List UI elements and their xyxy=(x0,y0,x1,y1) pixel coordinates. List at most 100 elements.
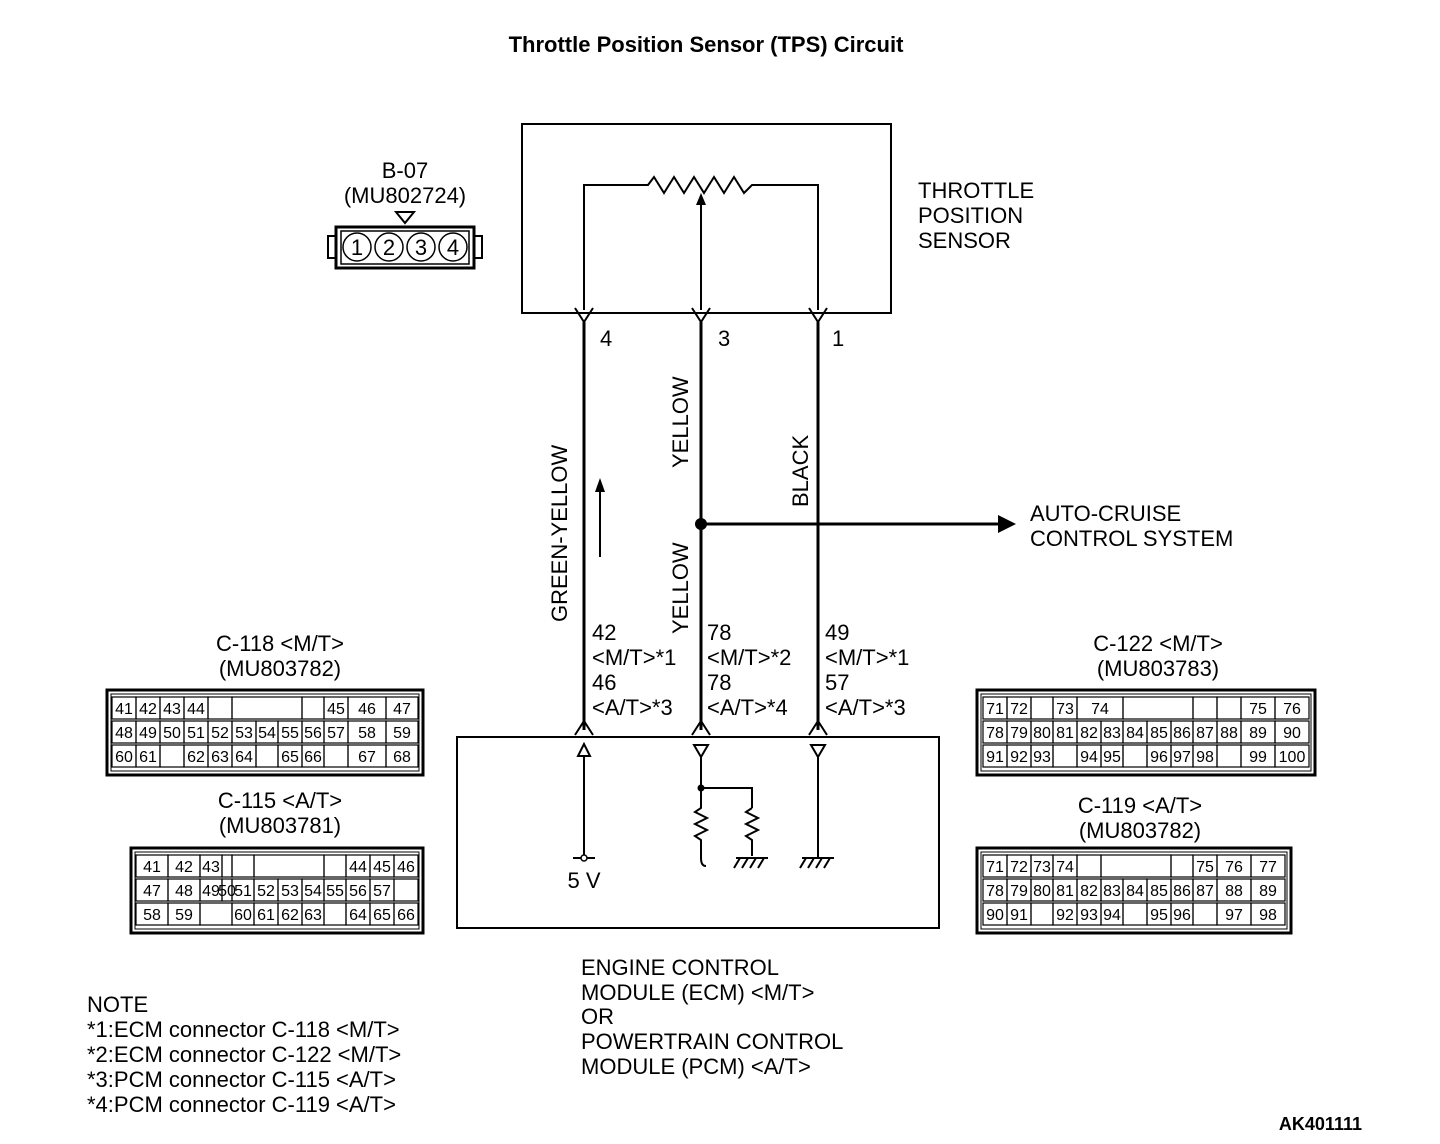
c122-name: C-122 <M/T> xyxy=(1093,631,1223,656)
note-item-1: *1:ECM connector C-118 <M/T> xyxy=(87,1017,400,1042)
c118-pin-label: 63 xyxy=(211,749,229,766)
signal-input-arrow xyxy=(692,744,710,759)
wire-color-yellow-top: YELLOW xyxy=(668,376,693,468)
c118-pin-label: 43 xyxy=(163,701,181,718)
c122-pin-label: 93 xyxy=(1033,749,1051,766)
svg-text:<M/T>*1: <M/T>*1 xyxy=(592,645,676,670)
b07-pin-2: 2 xyxy=(383,235,395,260)
sensor-label-line-2: POSITION xyxy=(918,203,1023,228)
c118-cavity xyxy=(385,744,419,768)
module-label-line-1: ENGINE CONTROL xyxy=(581,955,779,980)
c122-pin-label: 94 xyxy=(1080,749,1098,766)
c115-pin-label: 57 xyxy=(373,883,391,900)
c119-pin-label: 97 xyxy=(1225,907,1243,924)
module-label-line-4: POWERTRAIN CONTROL xyxy=(581,1029,843,1054)
c122-pin-label: 74 xyxy=(1091,701,1109,718)
c122-pin-label: 81 xyxy=(1056,725,1074,742)
c119-pin-label: 73 xyxy=(1033,859,1051,876)
c122-pin-label: 78 xyxy=(986,725,1004,742)
c122-pin-label: 85 xyxy=(1150,725,1168,742)
c119-pin-label: 85 xyxy=(1150,883,1168,900)
c119-pin-label: 80 xyxy=(1033,883,1051,900)
sensor-box xyxy=(521,123,892,314)
svg-text:78: 78 xyxy=(707,670,731,695)
supply-terminal xyxy=(580,854,588,862)
svg-text:<M/T>*1: <M/T>*1 xyxy=(825,645,909,670)
svg-text:78: 78 xyxy=(707,620,731,645)
c115-pin-label: 41 xyxy=(143,859,161,876)
c122-connector-outline xyxy=(975,688,1317,777)
c119-pin-label: 92 xyxy=(1056,907,1074,924)
c118-pin-label: 49 xyxy=(139,725,157,742)
c118-pin-label: 60 xyxy=(115,749,133,766)
c122-pin-label: 80 xyxy=(1033,725,1051,742)
b07-pins: 1 2 3 4 xyxy=(342,232,468,262)
c119-pin-label: 86 xyxy=(1173,883,1191,900)
c122-pin-label: 76 xyxy=(1283,701,1301,718)
c115-connector-inner-outline xyxy=(134,851,420,930)
c118-pin-label: 55 xyxy=(281,725,299,742)
c122-pin-label: 99 xyxy=(1249,749,1267,766)
c115-pin-label: 61 xyxy=(257,907,275,924)
c118-pin-label: 50 xyxy=(163,725,181,742)
c118-pin-label: 67 xyxy=(358,749,376,766)
module-label-line-3: OR xyxy=(581,1004,614,1029)
diagram-title: Throttle Position Sensor (TPS) Circuit xyxy=(509,32,904,57)
c119-cavity xyxy=(1250,902,1286,926)
wiper-arrow xyxy=(696,193,706,205)
module-label-line-2: MODULE (ECM) <M/T> xyxy=(581,980,814,1005)
current-flow-arrow-head xyxy=(595,478,605,492)
ground-input-arrow xyxy=(809,744,827,759)
c115-name: C-115 <A/T> xyxy=(218,788,342,813)
sensor-pin-chevron-1 xyxy=(808,307,828,324)
c119-pin-label: 78 xyxy=(986,883,1004,900)
signal-ground-icon xyxy=(733,857,768,869)
svg-text:<M/T>*2: <M/T>*2 xyxy=(707,645,791,670)
signal-resistor-right xyxy=(743,807,761,856)
svg-text:<A/T>*3: <A/T>*3 xyxy=(825,695,906,720)
c122-pin-label: 90 xyxy=(1283,725,1301,742)
c118-pin-label: 51 xyxy=(187,725,205,742)
note-item-3: *3:PCM connector C-115 <A/T> xyxy=(87,1067,396,1092)
c115-pin-label: 47 xyxy=(143,883,161,900)
c115-connector-outline xyxy=(129,846,425,935)
module-pin-chevron-middle xyxy=(691,719,711,736)
c115-pin-label: 60 xyxy=(234,907,252,924)
c118-pin-label: 53 xyxy=(235,725,253,742)
c115-pin-label: 64 xyxy=(349,907,367,924)
wire-pin-1: 1 xyxy=(832,326,844,351)
c119-connector-inner-outline xyxy=(980,851,1288,930)
supply-label: 5 V xyxy=(567,868,600,893)
c119-cavity xyxy=(1250,878,1286,902)
wire-pin-3: 3 xyxy=(718,326,730,351)
c119-pin-label: 87 xyxy=(1196,883,1214,900)
svg-text:46: 46 xyxy=(592,670,616,695)
c118-pin-label: 61 xyxy=(139,749,157,766)
c122-pin-label: 91 xyxy=(986,749,1004,766)
c118-part: (MU803782) xyxy=(219,656,341,681)
sensor-label-line-3: SENSOR xyxy=(918,228,1011,253)
c122-cavity xyxy=(1274,720,1310,744)
c115-pin-label: 52 xyxy=(257,883,275,900)
c115-pin-label: 51 xyxy=(234,883,252,900)
c115-pin-label: 46 xyxy=(397,859,415,876)
c115-pin-label: 62 xyxy=(281,907,299,924)
figure-code: AK401111 xyxy=(1279,1114,1362,1134)
c115-pin-label: 54 xyxy=(304,883,322,900)
c118-pin-label: 52 xyxy=(211,725,229,742)
c118-cavity xyxy=(385,720,419,744)
c119-pin-label: 96 xyxy=(1173,907,1191,924)
c122-part: (MU803783) xyxy=(1097,656,1219,681)
c119-pin-label: 77 xyxy=(1259,859,1277,876)
sensor-pin-chevron-3 xyxy=(691,307,711,324)
sensor-pin-chevron-4 xyxy=(574,307,594,324)
signal-resistor-left xyxy=(692,788,710,867)
c119-pin-label: 94 xyxy=(1103,907,1121,924)
c118-pin-label: 64 xyxy=(235,749,253,766)
c122-cavity xyxy=(1274,696,1310,720)
c122-pin-label: 97 xyxy=(1173,749,1191,766)
c118-pin-label: 54 xyxy=(258,725,276,742)
